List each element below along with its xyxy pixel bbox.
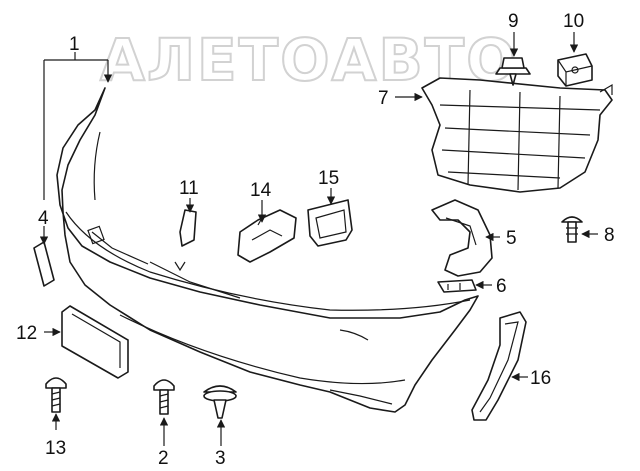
callout-14: 14 (250, 180, 272, 201)
callout-15: 15 (318, 168, 339, 189)
callout-11: 11 (179, 178, 199, 199)
leader-lines (39, 32, 598, 446)
callout-7: 7 (378, 88, 389, 109)
push-clip (561, 216, 583, 243)
callout-10: 10 (563, 11, 584, 32)
reflector (33, 241, 55, 287)
mount-bracket (237, 209, 297, 263)
callout-9: 9 (508, 11, 519, 32)
screw-13 (45, 377, 67, 413)
retainer-block (557, 53, 593, 87)
callout-12: 12 (16, 323, 37, 344)
small-bracket (437, 279, 477, 293)
callout-4: 4 (38, 208, 49, 229)
clip-3 (203, 385, 237, 419)
bumper-support (421, 77, 613, 193)
bracket-strip (179, 209, 197, 247)
callout-1: 1 (69, 34, 80, 55)
callout-6: 6 (496, 276, 507, 297)
bumper-cover (56, 87, 479, 413)
callout-3: 3 (215, 448, 226, 469)
license-plate-bracket (61, 305, 129, 379)
callout-13: 13 (45, 438, 66, 459)
callout-2: 2 (158, 448, 169, 469)
callout-8: 8 (604, 225, 615, 246)
clip-nut (495, 57, 531, 86)
corner-bracket (431, 199, 493, 277)
callout-16: 16 (530, 368, 551, 389)
trim-strip (471, 311, 527, 421)
callout-5: 5 (506, 228, 517, 249)
callout-numbers: 1 2 3 4 5 6 7 8 9 10 11 12 13 14 15 16 (16, 11, 615, 469)
screw-2 (153, 379, 175, 415)
duct-bracket (307, 199, 353, 247)
